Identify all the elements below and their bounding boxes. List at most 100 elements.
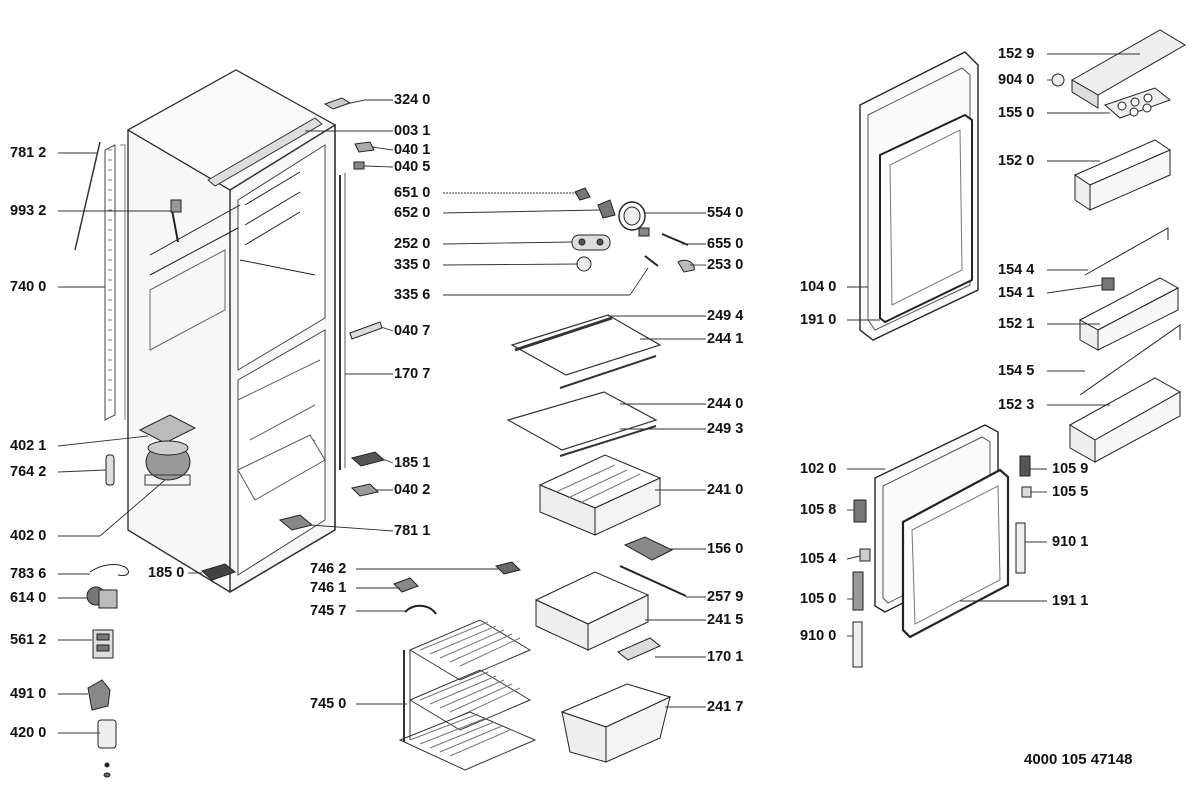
clip-154-1 [1101,277,1115,291]
wire-745-7 [404,604,437,615]
label-241-0: 241 0 [707,482,744,498]
label-652-0: 652 0 [394,205,431,221]
label-324-0: 324 0 [394,92,431,108]
clip-746-2 [495,561,521,575]
relay-cover [87,679,111,711]
ice-tray [623,536,674,561]
label-152-3: 152 3 [998,397,1035,413]
fridge-cabinet [126,69,346,594]
door-bin-152-3 [1068,377,1182,463]
label-651-0: 651 0 [394,185,431,201]
label-105-9: 105 9 [1052,461,1089,477]
label-253-0: 253 0 [707,257,744,273]
label-105-0: 105 0 [800,591,837,607]
relay-unit [86,586,118,609]
document-code: 4000 105 47148 [1024,751,1133,768]
handle-105-0 [852,571,864,611]
label-040-1: 040 1 [394,142,431,158]
hinge-105-9 [1019,455,1031,477]
label-104-0: 104 0 [800,279,837,295]
label-154-4: 154 4 [998,262,1035,278]
label-249-3: 249 3 [707,421,744,437]
label-249-4: 249 4 [707,308,744,324]
label-402-0: 402 0 [10,528,47,544]
label-241-5: 241 5 [707,612,744,628]
plug-040-5 [353,161,365,170]
label-185-1: 185 1 [394,455,431,471]
label-491-0: 491 0 [10,686,47,702]
bracket-185 [201,563,237,581]
label-402-1: 402 1 [10,438,47,454]
label-191-0: 191 0 [800,312,837,328]
freezer-door-104 [859,51,979,341]
label-152-0: 152 0 [998,153,1035,169]
label-003-1: 003 1 [394,123,431,139]
label-170-7: 170 7 [394,366,431,382]
label-152-9: 152 9 [998,46,1035,62]
label-154-1: 154 1 [998,285,1035,301]
capacitor [97,719,117,778]
label-170-1: 170 1 [707,649,744,665]
wire-shelves-745-0 [398,619,537,771]
filter-drier [105,454,115,486]
label-105-8: 105 8 [800,502,837,518]
condenser-coil [74,141,126,421]
rail-257-9 [619,565,687,597]
starter-block [92,629,114,659]
glass-shelf-upper [510,314,662,389]
label-745-7: 745 7 [310,603,347,619]
label-910-0: 910 0 [800,628,837,644]
label-335-6: 335 6 [394,287,431,303]
label-993-2: 993 2 [10,203,47,219]
label-155-0: 155 0 [998,105,1035,121]
label-244-0: 244 0 [707,396,744,412]
drawer-241-7 [560,683,672,763]
label-191-1: 191 1 [1052,593,1089,609]
label-335-0: 335 0 [394,257,431,273]
rod-154-5 [1079,324,1181,396]
label-904-0: 904 0 [998,72,1035,88]
label-746-1: 746 1 [310,580,347,596]
door-bin-152-9 [1070,29,1186,109]
strip-040-7 [349,321,383,340]
hinge-040-1 [354,141,375,153]
label-040-2: 040 2 [394,482,431,498]
label-241-7: 241 7 [707,699,744,715]
bracket-105-8 [853,499,867,523]
label-244-1: 244 1 [707,331,744,347]
label-154-5: 154 5 [998,363,1035,379]
label-185-0: 185 0 [148,565,185,581]
drawer-241-5 [534,571,650,651]
door-bin-152-1 [1078,277,1180,351]
egg-tray-155-0 [1104,87,1172,119]
plug-105-4 [859,548,871,562]
leader-lines [57,53,1140,734]
bracket-910-1 [1015,522,1026,574]
thermostat-sensor [170,199,182,243]
label-745-0: 745 0 [310,696,347,712]
label-740-0: 740 0 [10,279,47,295]
label-156-0: 156 0 [707,541,744,557]
fridge-door-102 [874,424,1010,639]
compressor [138,414,197,486]
label-910-1: 910 1 [1052,534,1089,550]
label-252-0: 252 0 [394,236,431,252]
label-781-1: 781 1 [394,523,431,539]
label-040-7: 040 7 [394,323,431,339]
hinge-185-1 [350,451,386,467]
label-420-0: 420 0 [10,725,47,741]
label-781-2: 781 2 [10,145,47,161]
glass-shelf-lower [506,391,658,457]
cover-170-1 [617,637,661,661]
label-764-2: 764 2 [10,464,47,480]
capillary-tube [89,564,129,576]
door-bin-152-0 [1073,139,1172,211]
label-554-0: 554 0 [707,205,744,221]
hinge-040-2 [351,483,379,497]
label-152-1: 152 1 [998,316,1035,332]
label-746-2: 746 2 [310,561,347,577]
rod-154-4 [1084,227,1169,276]
plug-105-5 [1021,486,1032,498]
label-257-9: 257 9 [707,589,744,605]
